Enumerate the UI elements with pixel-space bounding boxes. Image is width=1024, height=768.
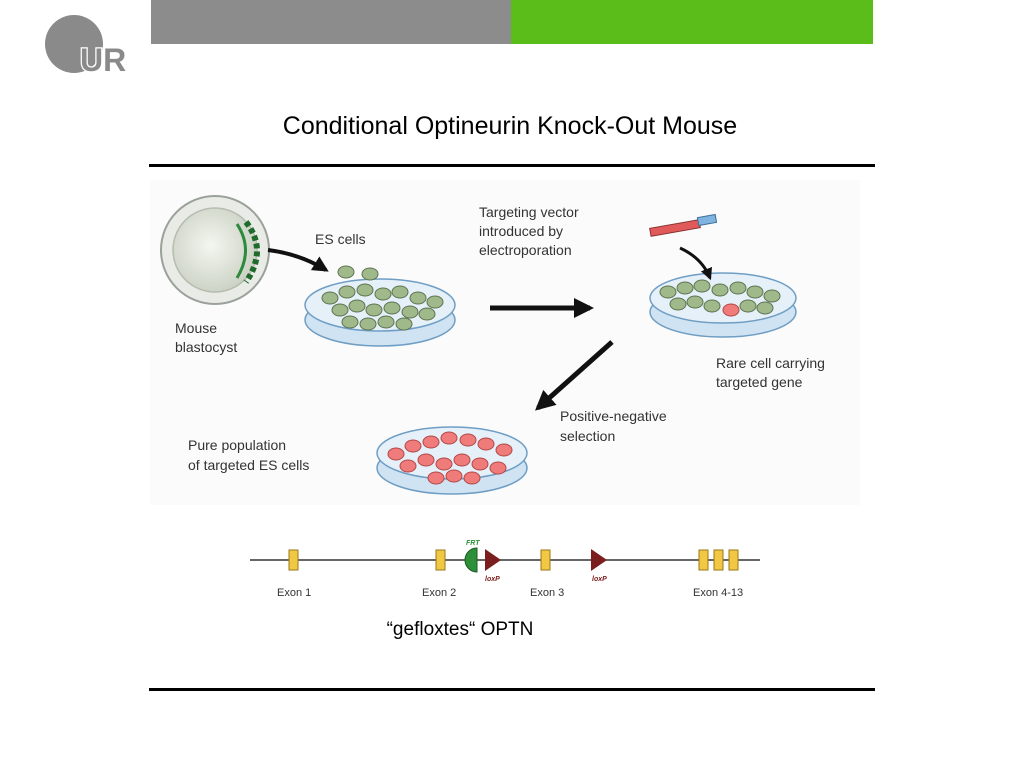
loxp-label-1: loxP: [485, 576, 500, 583]
gene-caption: “gefloxtes“ OPTN: [386, 619, 534, 640]
arrow-blastocyst-to-dish: [267, 248, 329, 272]
frt-site: [464, 547, 478, 573]
label-rare-cell-1: Rare cell carrying: [716, 355, 825, 371]
bottom-divider: [149, 688, 875, 691]
label-targeting-vector-1: Targeting vector: [479, 204, 579, 220]
label-blastocyst: blastocyst: [175, 339, 237, 355]
frt-label: FRT: [466, 540, 480, 547]
label-targeted-es-cells: of targeted ES cells: [188, 457, 309, 473]
exon-1-label: Exon 1: [277, 587, 311, 599]
slide-title: Conditional Optineurin Knock-Out Mouse: [282, 112, 738, 140]
exon-6-box: [728, 549, 739, 571]
arrow-vector-to-dish: [679, 246, 713, 281]
mouse-blastocyst: [160, 195, 270, 305]
rare-targeted-cell: [722, 303, 740, 317]
optn-gene-map: Exon 1 Exon 2 Exon 3 Exon 4-13 FRT loxP …: [250, 540, 760, 599]
header-gray-bar: [151, 0, 511, 44]
university-logo: UR: [45, 15, 127, 79]
label-targeting-vector-3: electroporation: [479, 242, 572, 258]
es-cell-targeting-figure: ES cells Mouse blastocyst Targeting vect…: [150, 180, 860, 505]
loxp-site-1: [485, 549, 501, 571]
loxp-site-2: [591, 549, 607, 571]
exon-2-box: [435, 549, 446, 571]
label-mouse: Mouse: [175, 320, 217, 336]
label-es-cells: ES cells: [315, 231, 366, 247]
top-divider: [149, 164, 875, 167]
loxp-label-2: loxP: [592, 576, 607, 583]
targeting-vector: [649, 213, 718, 237]
es-cells-dish: [304, 265, 456, 347]
exon-4-13-label: Exon 4-13: [693, 587, 743, 599]
exon-4-box: [698, 549, 709, 571]
header-green-bar: [511, 0, 873, 44]
exon-3-box: [540, 549, 551, 571]
exon-2-label: Exon 2: [422, 587, 456, 599]
label-positive-negative: Positive-negative: [560, 408, 667, 424]
label-selection: selection: [560, 428, 615, 444]
logo-text: UR: [80, 42, 126, 78]
pure-population-dish: [376, 426, 528, 495]
label-pure-population: Pure population: [188, 437, 286, 453]
exon-1-box: [288, 549, 299, 571]
exon-3-label: Exon 3: [530, 587, 564, 599]
exon-5-box: [713, 549, 724, 571]
label-targeting-vector-2: introduced by: [479, 223, 563, 239]
electroporated-dish: [649, 272, 797, 338]
label-rare-cell-2: targeted gene: [716, 374, 803, 390]
arrow-to-selection: [535, 340, 614, 411]
